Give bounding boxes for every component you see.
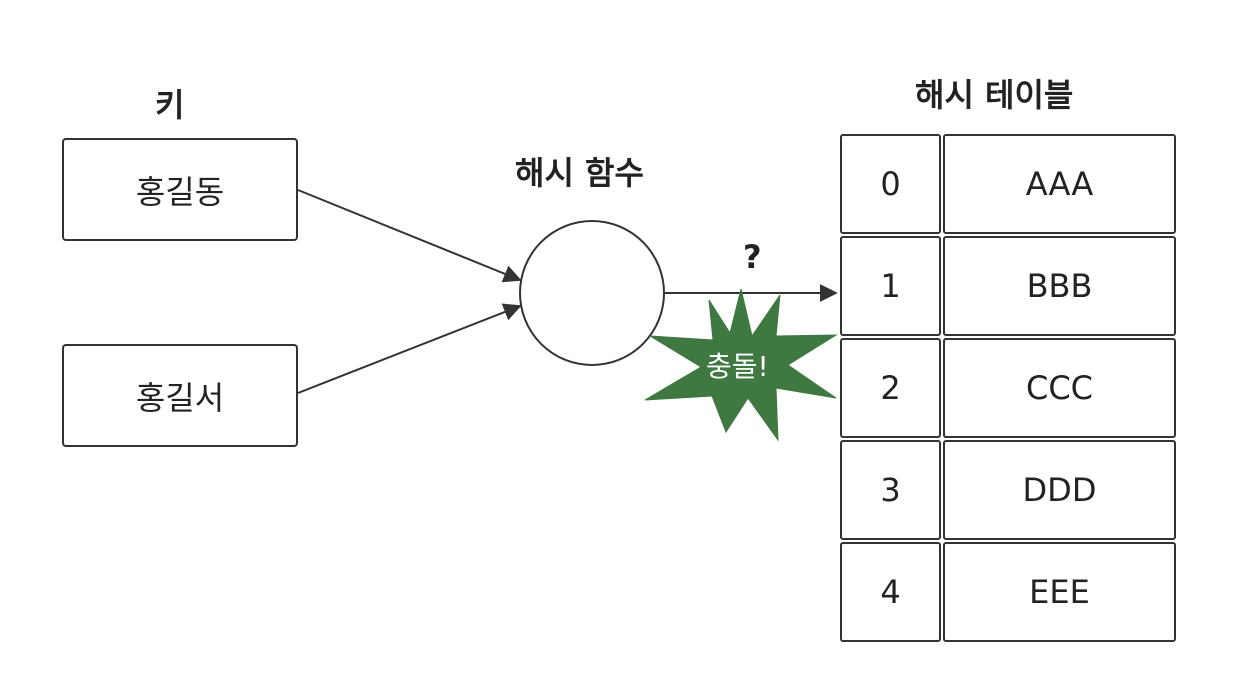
hash-table-row: 2 CCC <box>840 338 1176 438</box>
row-value: AAA <box>943 134 1176 234</box>
hash-function-label: 해시 함수 <box>515 154 644 192</box>
row-value-text: AAA <box>1025 165 1094 203</box>
question-mark: ? <box>743 238 762 276</box>
row-index-text: 1 <box>880 267 901 305</box>
row-index-text: 3 <box>880 471 901 509</box>
key-box-label: 홍길서 <box>135 378 225 417</box>
collision-burst <box>644 288 838 442</box>
row-index-text: 0 <box>880 165 901 203</box>
key-box-2: 홍길서 <box>62 344 298 447</box>
row-value-text: BBB <box>1026 267 1093 305</box>
row-index: 2 <box>840 338 941 438</box>
key-heading: 키 <box>155 86 185 124</box>
row-value-text: DDD <box>1022 471 1097 509</box>
row-value-text: CCC <box>1025 369 1094 407</box>
hash-table-row: 1 BBB <box>840 236 1176 336</box>
row-value: EEE <box>943 542 1176 642</box>
hash-table-row: 0 AAA <box>840 134 1176 234</box>
arrow-key1-to-hash <box>297 189 522 283</box>
row-index: 1 <box>840 236 941 336</box>
row-index-text: 4 <box>880 573 901 611</box>
row-value: BBB <box>943 236 1176 336</box>
row-value: CCC <box>943 338 1176 438</box>
arrow-key2-to-hash <box>297 303 522 394</box>
hash-table-row: 3 DDD <box>840 440 1176 540</box>
collision-label: 충돌! <box>706 350 769 383</box>
key-box-1: 홍길동 <box>62 138 298 241</box>
row-value-text: EEE <box>1029 573 1090 611</box>
row-value: DDD <box>943 440 1176 540</box>
hash-function-circle <box>519 220 665 366</box>
hash-table-heading: 해시 테이블 <box>915 76 1074 114</box>
row-index: 3 <box>840 440 941 540</box>
row-index-text: 2 <box>880 369 901 407</box>
key-box-label: 홍길동 <box>135 172 225 211</box>
hash-table-row: 4 EEE <box>840 542 1176 642</box>
row-index: 4 <box>840 542 941 642</box>
row-index: 0 <box>840 134 941 234</box>
